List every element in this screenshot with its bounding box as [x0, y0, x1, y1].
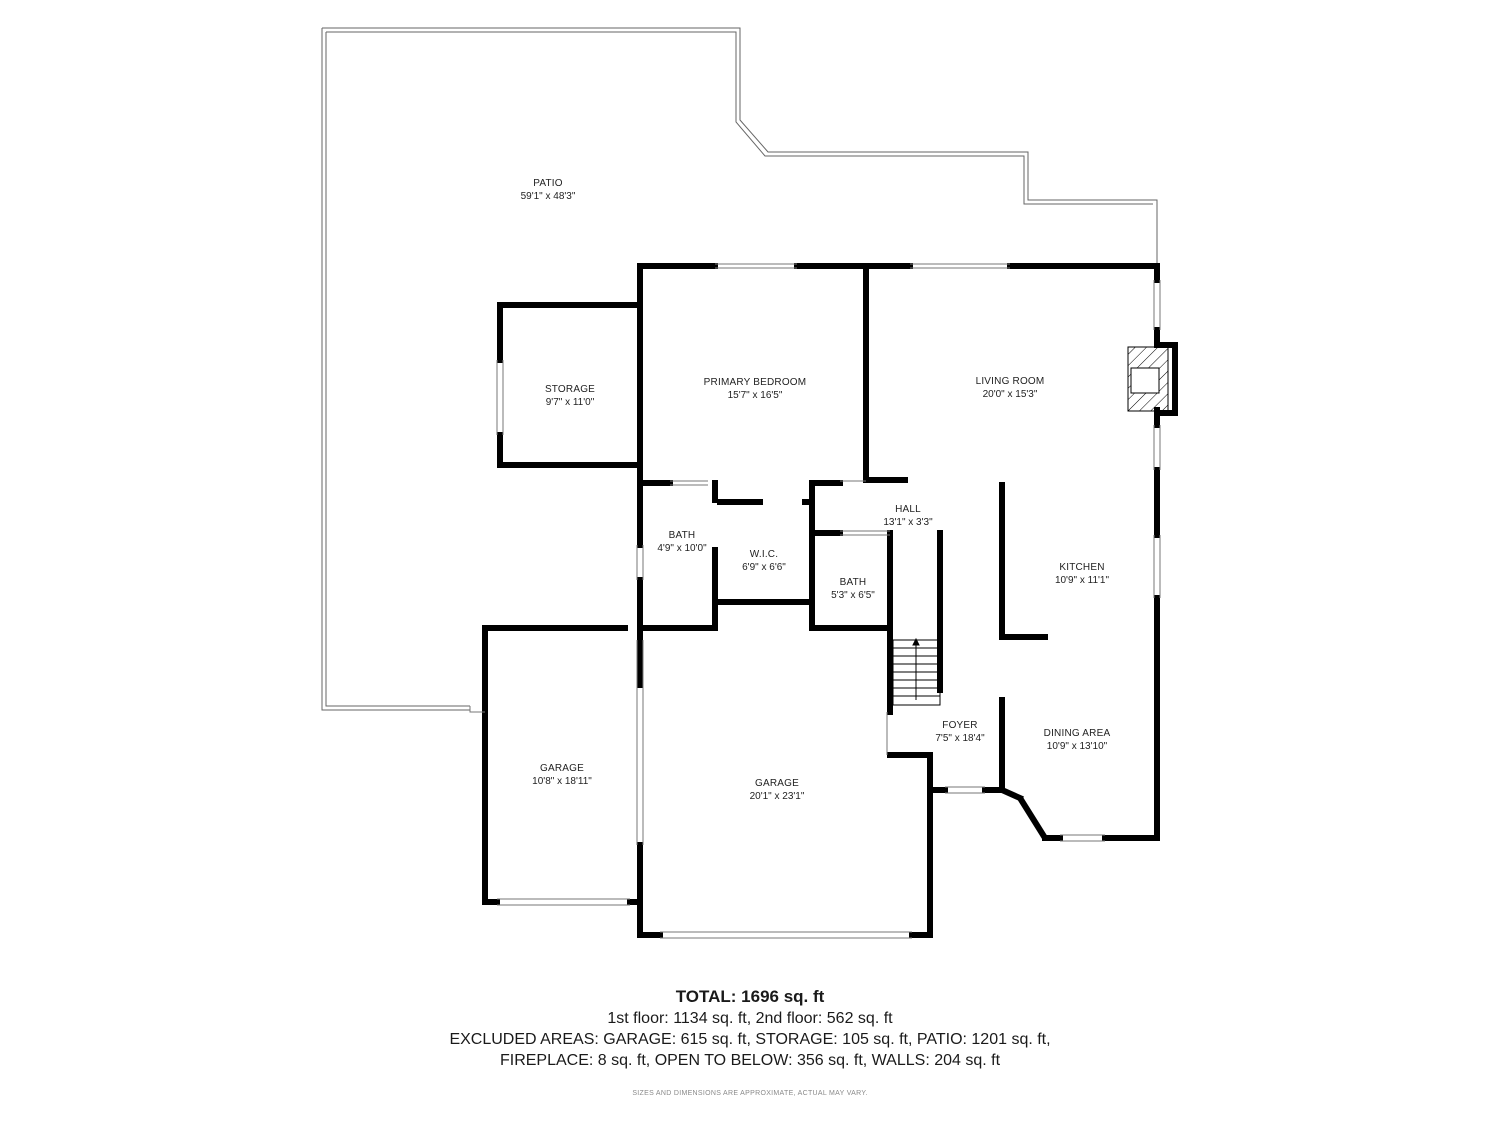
room-dim-dining-area: 10'9" x 13'10" — [1047, 741, 1108, 752]
room-labels: PATIO 59'1" x 48'3" STORAGE 9'7" x 11'0"… — [521, 178, 1111, 802]
room-dim-primary-bedroom: 15'7" x 16'5" — [728, 390, 783, 401]
room-name-hall: HALL — [895, 504, 921, 515]
floor-areas: 1st floor: 1134 sq. ft, 2nd floor: 562 s… — [607, 1010, 893, 1027]
floor-plan: PATIO 59'1" x 48'3" STORAGE 9'7" x 11'0"… — [321, 27, 1178, 939]
room-name-bath-2: BATH — [840, 577, 867, 588]
room-dim-garage-large: 20'1" x 23'1" — [750, 791, 805, 802]
room-dim-patio: 59'1" x 48'3" — [521, 191, 576, 202]
room-name-garage-large: GARAGE — [755, 778, 799, 789]
room-dim-bath-1: 4'9" x 10'0" — [657, 543, 707, 554]
total-area: TOTAL: 1696 sq. ft — [675, 987, 825, 1006]
room-dim-garage-small: 10'8" x 18'11" — [532, 776, 592, 787]
room-name-garage-small: GARAGE — [540, 763, 584, 774]
room-name-dining-area: DINING AREA — [1044, 728, 1111, 739]
room-name-patio: PATIO — [533, 178, 563, 189]
room-dim-living-room: 20'0" x 15'3" — [983, 389, 1038, 400]
room-name-living-room: LIVING ROOM — [976, 376, 1045, 387]
disclaimer: SIZES AND DIMENSIONS ARE APPROXIMATE, AC… — [632, 1090, 868, 1097]
room-name-kitchen: KITCHEN — [1059, 562, 1104, 573]
room-name-storage: STORAGE — [545, 384, 595, 395]
excluded-areas-line-2: FIREPLACE: 8 sq. ft, OPEN TO BELOW: 356 … — [499, 1052, 1001, 1069]
room-dim-storage: 9'7" x 11'0" — [546, 397, 595, 408]
patio-outline — [321, 27, 1158, 711]
room-dim-wic: 6'9" x 6'6" — [742, 562, 786, 573]
stairs-icon — [892, 637, 941, 706]
room-dim-kitchen: 10'9" x 11'1" — [1055, 575, 1110, 586]
room-name-bath-1: BATH — [669, 530, 696, 541]
room-dim-hall: 13'1" x 3'3" — [883, 517, 933, 528]
excluded-areas-line-1: EXCLUDED AREAS: GARAGE: 615 sq. ft, STOR… — [449, 1031, 1051, 1048]
room-dim-foyer: 7'5" x 18'4" — [935, 733, 985, 744]
room-name-foyer: FOYER — [942, 720, 977, 731]
room-dim-bath-2: 5'3" x 6'5" — [831, 590, 875, 601]
walls — [482, 263, 1178, 938]
room-name-primary-bedroom: PRIMARY BEDROOM — [704, 377, 807, 388]
openings — [469, 263, 1161, 939]
room-name-wic: W.I.C. — [750, 549, 778, 560]
fireplace-icon — [1127, 346, 1169, 412]
